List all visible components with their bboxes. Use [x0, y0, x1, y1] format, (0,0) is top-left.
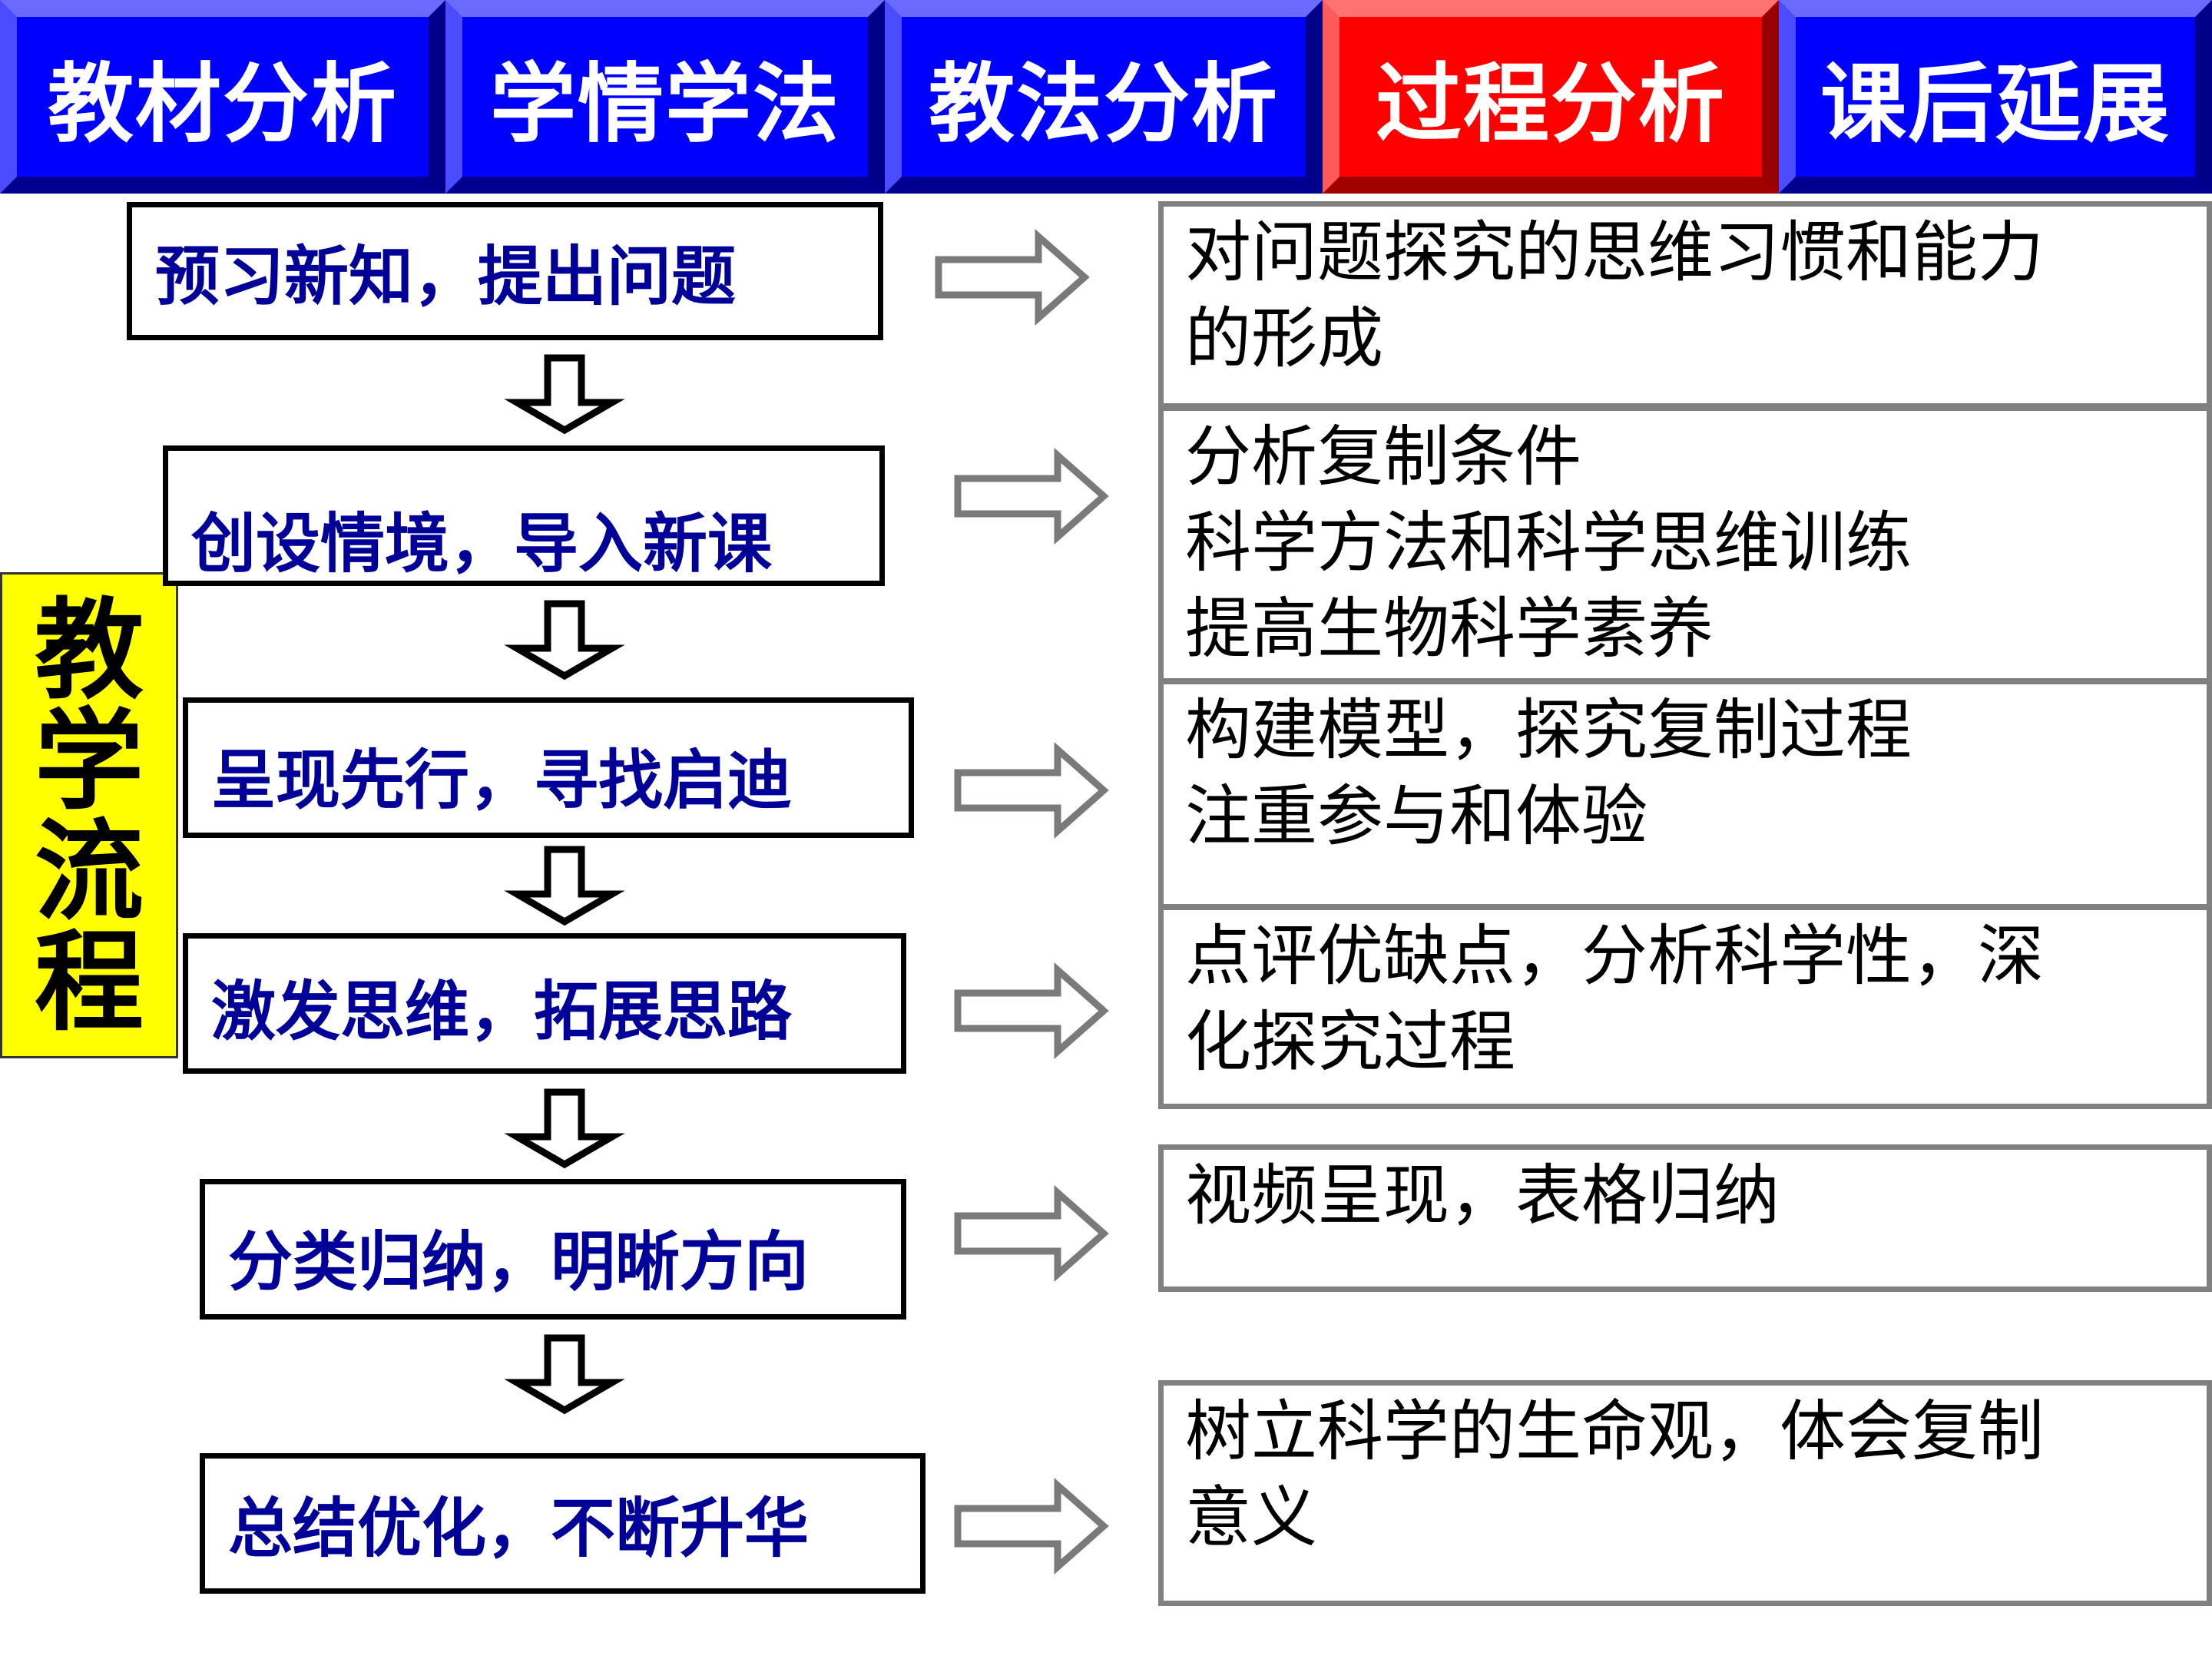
step-label: 分类归纳，明晰方向	[228, 1224, 810, 1300]
tab-textbook-analysis[interactable]: 教材分析	[0, 0, 445, 194]
right-arrow-icon	[954, 742, 1109, 839]
note-line: 构建模型，探究复制过程	[1185, 692, 1912, 769]
side-char: 学	[35, 698, 144, 825]
right-arrow-icon	[935, 229, 1090, 326]
down-arrow-icon	[504, 600, 625, 680]
note-box-life-view: 树立科学的生命观，体会复制 意义	[1158, 1380, 2212, 1606]
step-box-advance-organizer: 呈现先行，寻找启迪	[183, 697, 914, 838]
tab-process-analysis[interactable]: 过程分析	[1323, 0, 1779, 194]
note-box-conditions: 分析复制条件 科学方法和科学思维训练 提高生物科学素养	[1158, 406, 2212, 684]
down-arrow-icon	[504, 354, 625, 435]
side-char: 程	[35, 919, 144, 1046]
note-box-review: 点评优缺点，分析科学性，深 化探究过程	[1158, 905, 2212, 1109]
note-line: 点评优缺点，分析科学性，深	[1185, 918, 2044, 995]
note-line: 对问题探究的思维习惯和能力	[1185, 214, 2044, 291]
note-line: 科学方法和科学思维训练	[1185, 505, 1912, 581]
down-arrow-icon	[504, 846, 625, 926]
step-label: 激发思维，拓展思路	[211, 974, 793, 1049]
tab-teaching-method[interactable]: 教法分析	[885, 0, 1323, 194]
note-box-habit: 对问题探究的思维习惯和能力 的形成	[1158, 201, 2212, 409]
teaching-flow-label: 教 学 流 程	[0, 572, 178, 1058]
step-label: 预习新知，提出问题	[155, 238, 737, 314]
note-box-model: 构建模型，探究复制过程 注重参与和体验	[1158, 679, 2212, 909]
note-line: 视频呈现，表格归纳	[1185, 1157, 1780, 1234]
side-char: 教	[35, 588, 144, 714]
note-line: 分析复制条件	[1185, 419, 1581, 495]
side-char: 流	[35, 809, 144, 935]
step-label: 呈现先行，寻找启迪	[211, 743, 793, 818]
down-arrow-icon	[504, 1088, 625, 1169]
right-arrow-icon	[954, 1185, 1109, 1282]
step-box-summarize: 总结优化，不断升华	[200, 1453, 926, 1594]
tab-learner-analysis[interactable]: 学情学法	[445, 0, 885, 194]
right-arrow-icon	[954, 962, 1109, 1059]
step-label: 总结优化，不断升华	[228, 1491, 810, 1566]
note-line: 注重参与和体验	[1185, 778, 1647, 855]
note-line: 树立科学的生命观，体会复制	[1185, 1393, 2044, 1470]
step-box-preview: 预习新知，提出问题	[127, 202, 883, 340]
right-arrow-icon	[954, 1478, 1109, 1575]
note-line: 意义	[1185, 1479, 1317, 1556]
tab-extension[interactable]: 课后延展	[1779, 0, 2212, 194]
step-box-classify: 分类归纳，明晰方向	[200, 1179, 906, 1320]
step-box-context: 创设情境，导入新课	[163, 445, 885, 586]
step-box-stimulate-thinking: 激发思维，拓展思路	[183, 933, 906, 1074]
note-line: 的形成	[1185, 300, 1383, 377]
note-box-video: 视频呈现，表格归纳	[1158, 1144, 2212, 1292]
down-arrow-icon	[504, 1334, 625, 1415]
right-arrow-icon	[954, 448, 1109, 545]
step-label: 创设情境，导入新课	[191, 506, 773, 581]
note-line: 化探究过程	[1185, 1004, 1515, 1081]
note-line: 提高生物科学素养	[1185, 591, 1714, 667]
